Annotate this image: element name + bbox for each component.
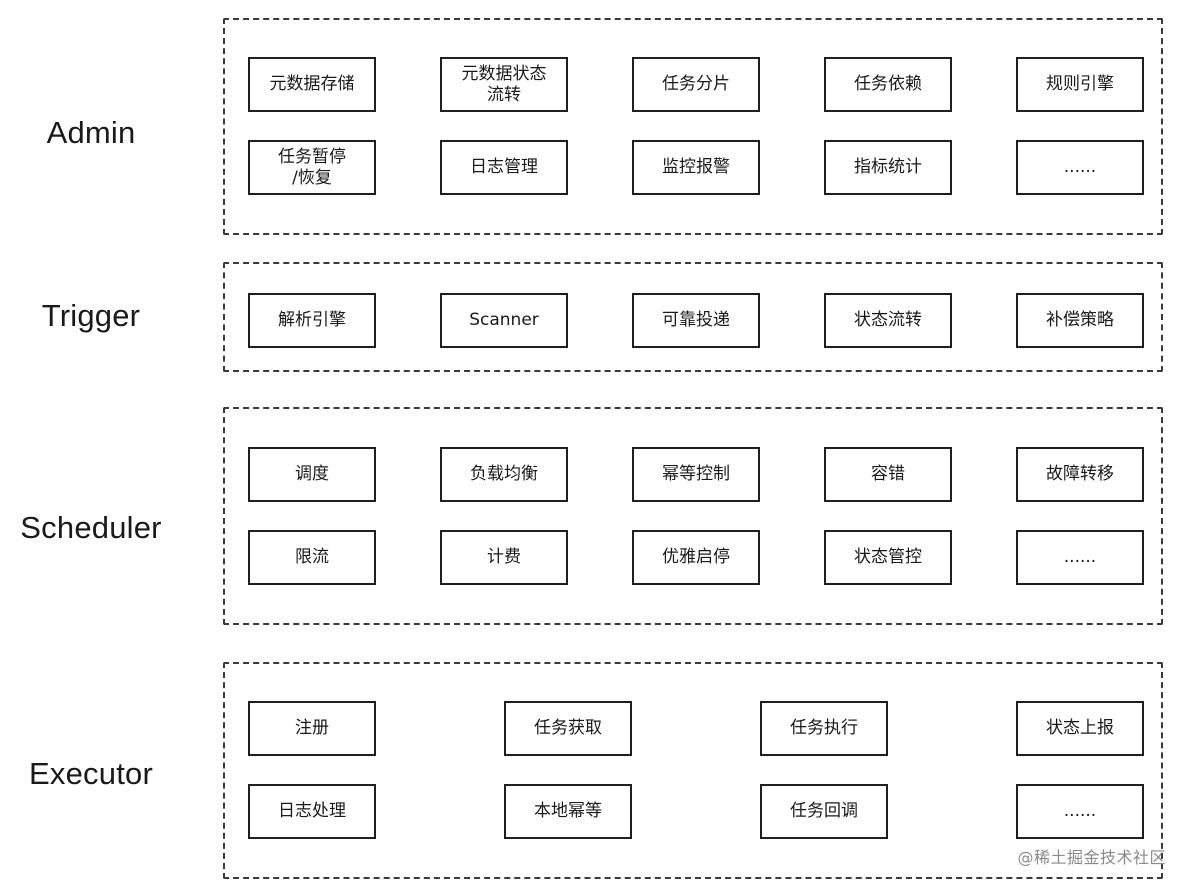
module-compensation-strategy: 补偿策略 [1016, 293, 1144, 348]
module-failover: 故障转移 [1016, 447, 1144, 502]
module-metrics: 指标统计 [824, 140, 952, 195]
layer-group-scheduler [223, 407, 1163, 625]
module-task-dependency: 任务依赖 [824, 57, 952, 112]
module-task-execute: 任务执行 [760, 701, 888, 756]
module-task-fetch: 任务获取 [504, 701, 632, 756]
module-task-callback: 任务回调 [760, 784, 888, 839]
module-rate-limiting: 限流 [248, 530, 376, 585]
layer-label-trigger: Trigger [41, 298, 141, 333]
module-load-balancing: 负载均衡 [440, 447, 568, 502]
module-metadata-storage: 元数据存储 [248, 57, 376, 112]
layer-label-scheduler: Scheduler [20, 510, 162, 545]
module-reliable-delivery: 可靠投递 [632, 293, 760, 348]
module-task-pause-resume: 任务暂停 /恢复 [248, 140, 376, 195]
module-fault-tolerance: 容错 [824, 447, 952, 502]
module-idempotency-control: 幂等控制 [632, 447, 760, 502]
layer-group-admin [223, 18, 1163, 235]
watermark: @稀土掘金技术社区 [1017, 848, 1166, 867]
layer-label-admin: Admin [46, 115, 136, 150]
module-metadata-state-flow: 元数据状态 流转 [440, 57, 568, 112]
module-state-control: 状态管控 [824, 530, 952, 585]
module-scanner: Scanner [440, 293, 568, 348]
module-more-executor: ...... [1016, 784, 1144, 839]
module-local-idempotency: 本地幂等 [504, 784, 632, 839]
module-state-report: 状态上报 [1016, 701, 1144, 756]
module-scheduling: 调度 [248, 447, 376, 502]
module-billing: 计费 [440, 530, 568, 585]
module-log-processing: 日志处理 [248, 784, 376, 839]
layer-group-trigger [223, 262, 1163, 372]
module-task-sharding: 任务分片 [632, 57, 760, 112]
module-state-flow: 状态流转 [824, 293, 952, 348]
layer-group-executor [223, 662, 1163, 879]
module-monitoring-alerts: 监控报警 [632, 140, 760, 195]
module-more-admin: ...... [1016, 140, 1144, 195]
module-rule-engine: 规则引擎 [1016, 57, 1144, 112]
layer-label-executor: Executor [29, 756, 153, 791]
module-graceful-start-stop: 优雅启停 [632, 530, 760, 585]
module-registration: 注册 [248, 701, 376, 756]
module-more-scheduler: ...... [1016, 530, 1144, 585]
module-log-management: 日志管理 [440, 140, 568, 195]
module-parse-engine: 解析引擎 [248, 293, 376, 348]
